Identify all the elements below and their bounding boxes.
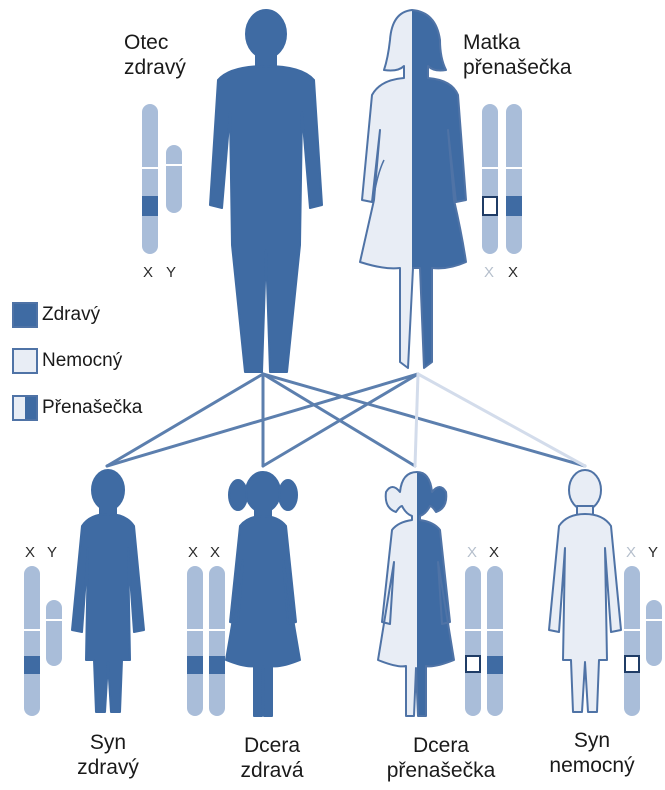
daughter-carrier-chromosomes — [465, 566, 503, 716]
line-father-son-affected — [263, 374, 585, 466]
inheritance-lines — [107, 374, 585, 466]
mother-title: Matka — [463, 30, 572, 55]
father-status: zdravý — [124, 55, 186, 80]
mother-status: přenašečka — [463, 55, 572, 80]
son-affected-figure — [549, 470, 621, 712]
daughter-healthy-title: Dcera — [240, 733, 303, 758]
mother-x-chromosome-healthy — [506, 104, 522, 254]
father-x-chromosome — [142, 104, 158, 254]
son-healthy-chromosomes — [24, 566, 62, 716]
mother-x-chromosome-affected — [482, 104, 498, 254]
father-chromosome-y-label: Y — [166, 260, 176, 285]
son-healthy-chromosome-y-label: Y — [47, 540, 57, 565]
mother-chromosome-x1-label: X — [484, 260, 494, 285]
daughter-healthy-label: Dcera zdravá — [240, 733, 303, 783]
son-healthy-title: Syn — [77, 730, 139, 755]
mother-label: Matka přenašečka — [463, 30, 572, 80]
daughter-healthy-chromosomes — [187, 566, 225, 716]
daughter-carrier-title: Dcera — [387, 733, 496, 758]
son-affected-status: nemocný — [549, 753, 634, 778]
mother-chromosome-x2-label: X — [508, 260, 518, 285]
legend-item-healthy: Zdravý — [12, 302, 100, 328]
son-healthy-figure — [72, 470, 144, 712]
legend-label-carrier: Přenašečka — [42, 397, 142, 419]
daughter-carrier-chromosome-x2-label: X — [489, 540, 499, 565]
daughter-carrier-figure — [378, 472, 454, 716]
legend-swatch-carrier — [12, 395, 38, 421]
son-healthy-status: zdravý — [77, 755, 139, 780]
son-healthy-chromosome-x-label: X — [25, 540, 35, 565]
son-affected-chromosome-x-label: X — [626, 540, 636, 565]
daughter-healthy-chromosome-x2-label: X — [210, 540, 220, 565]
legend-item-affected: Nemocný — [12, 348, 122, 374]
daughter-carrier-status: přenašečka — [387, 758, 496, 783]
daughter-carrier-chromosome-x1-label: X — [467, 540, 477, 565]
father-title: Otec — [124, 30, 186, 55]
son-affected-label: Syn nemocný — [549, 728, 634, 778]
father-figure — [210, 10, 322, 372]
legend-swatch-healthy — [12, 302, 38, 328]
daughter-healthy-status: zdravá — [240, 758, 303, 783]
father-chromosomes — [142, 104, 182, 254]
daughter-healthy-chromosome-x1-label: X — [188, 540, 198, 565]
line-mother-son-affected — [418, 374, 585, 466]
father-label: Otec zdravý — [124, 30, 186, 80]
legend-label-healthy: Zdravý — [42, 304, 100, 326]
daughter-healthy-figure — [226, 472, 300, 716]
son-affected-chromosomes — [624, 566, 662, 716]
legend-swatch-affected — [12, 348, 38, 374]
line-mother-daughter-carrier — [415, 374, 418, 466]
son-affected-title: Syn — [549, 728, 634, 753]
son-affected-chromosome-y-label: Y — [648, 540, 658, 565]
mother-chromosomes — [482, 104, 522, 254]
daughter-carrier-label: Dcera přenašečka — [387, 733, 496, 783]
father-chromosome-x-label: X — [143, 260, 153, 285]
legend-label-affected: Nemocný — [42, 350, 122, 372]
mother-figure — [360, 10, 466, 368]
legend-item-carrier: Přenašečka — [12, 395, 142, 421]
father-y-chromosome — [166, 145, 182, 213]
son-healthy-label: Syn zdravý — [77, 730, 139, 780]
